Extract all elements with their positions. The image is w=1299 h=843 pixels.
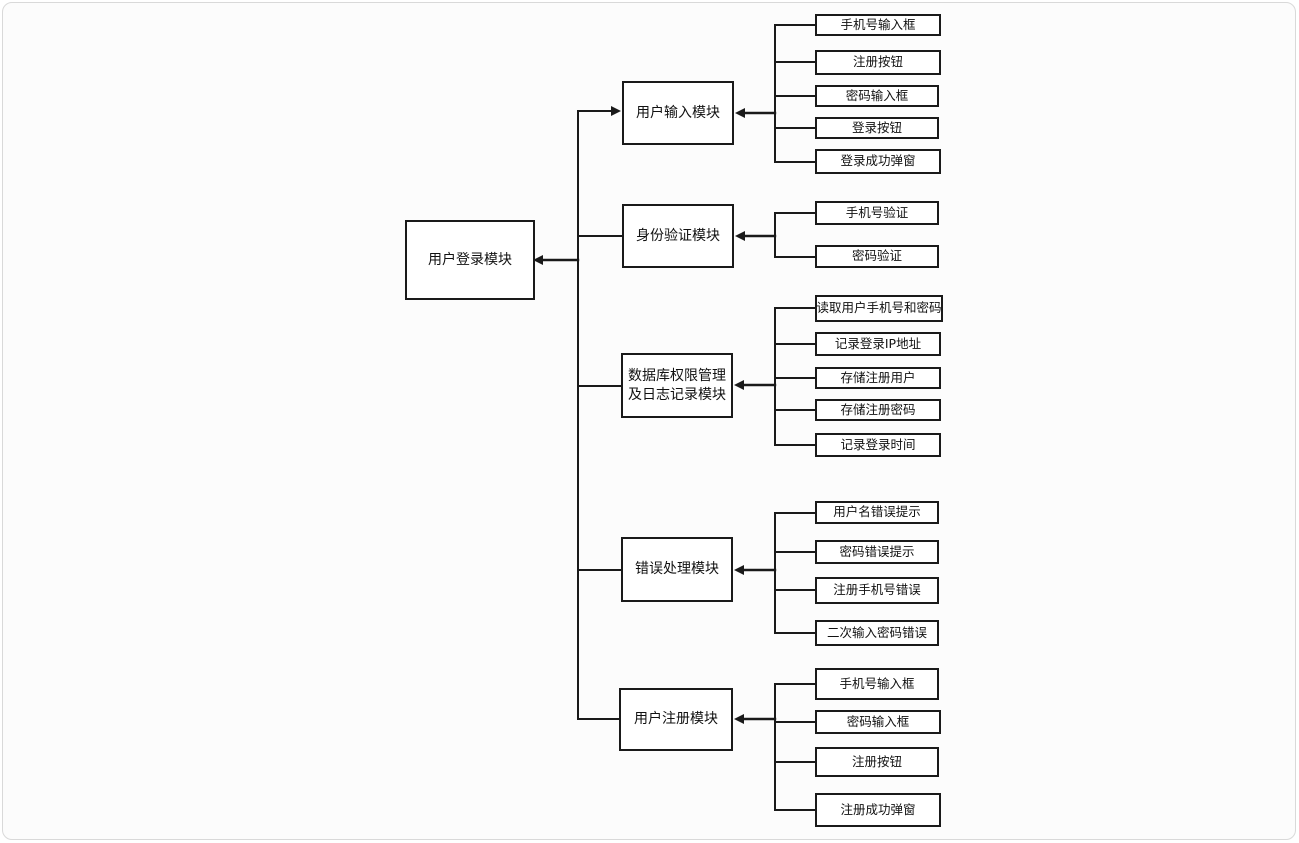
leaf-node: 注册按钮 <box>815 50 941 75</box>
child-arrow-head <box>734 380 744 390</box>
leaf-node: 手机号验证 <box>815 201 939 225</box>
leaf-node: 记录登录IP地址 <box>815 332 941 356</box>
module-node-user-input: 用户输入模块 <box>622 81 734 145</box>
module-node-error-handling: 错误处理模块 <box>621 537 733 602</box>
leaf-node: 注册手机号错误 <box>815 577 939 604</box>
leaf-node: 记录登录时间 <box>815 433 941 457</box>
leaf-node: 手机号输入框 <box>815 14 941 36</box>
child-arrow-head <box>735 108 745 118</box>
leaf-node: 存储注册密码 <box>815 399 941 421</box>
leaf-node: 注册成功弹窗 <box>815 793 941 827</box>
module-node-user-register: 用户注册模块 <box>619 688 733 751</box>
leaf-node: 存储注册用户 <box>815 367 941 389</box>
module-node-database-log: 数据库权限管理及日志记录模块 <box>621 353 733 418</box>
leaf-node: 密码验证 <box>815 245 939 268</box>
leaf-node: 注册按钮 <box>815 747 939 777</box>
leaf-node: 密码错误提示 <box>815 540 939 564</box>
connector-layer <box>533 24 816 811</box>
leaf-node: 密码输入框 <box>815 710 941 734</box>
leaf-node: 登录按钮 <box>815 117 939 139</box>
module-arrow-head <box>611 106 621 116</box>
leaf-node: 登录成功弹窗 <box>815 149 941 174</box>
module-node-auth: 身份验证模块 <box>622 204 734 268</box>
leaf-node: 读取用户手机号和密码 <box>815 295 943 322</box>
leaf-node: 二次输入密码错误 <box>815 620 939 646</box>
root-node: 用户登录模块 <box>405 220 535 300</box>
child-arrow-head <box>734 714 744 724</box>
leaf-node: 密码输入框 <box>815 85 939 107</box>
leaf-node: 用户名错误提示 <box>815 501 939 524</box>
leaf-node: 手机号输入框 <box>815 668 939 700</box>
child-arrow-head <box>734 565 744 575</box>
root-arrow-head <box>533 255 543 265</box>
child-arrow-head <box>735 231 745 241</box>
